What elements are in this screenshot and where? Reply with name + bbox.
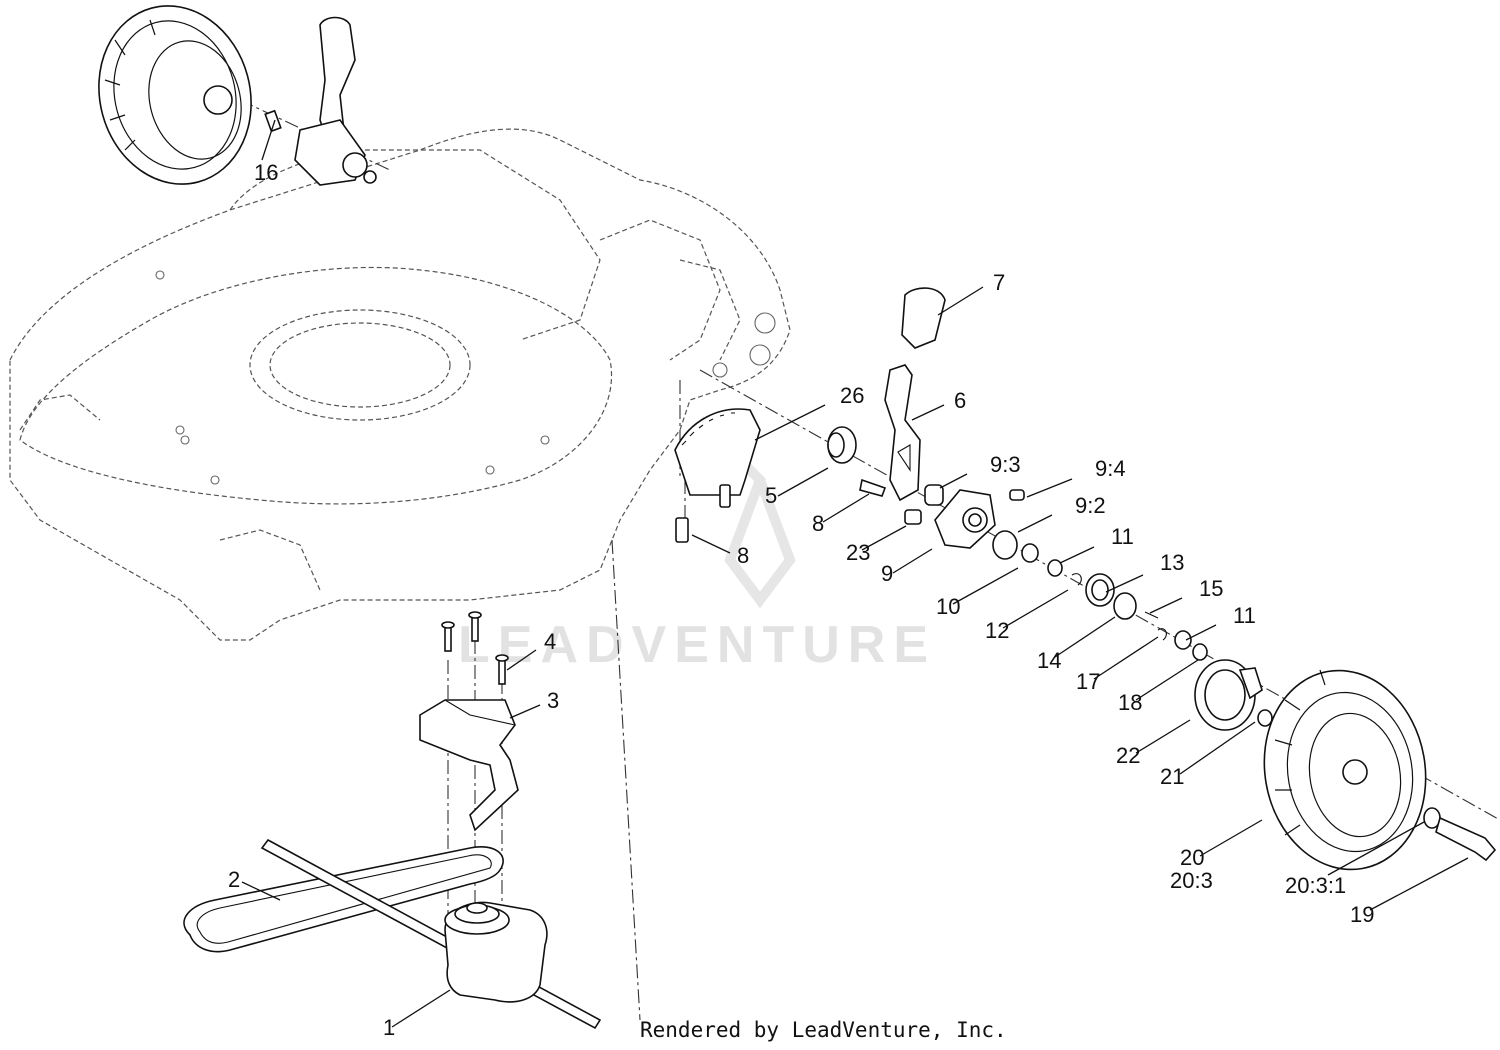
leader-line-6 (911, 404, 945, 421)
callout-2: 2 (228, 867, 240, 892)
leader-line-26 (754, 404, 826, 441)
callout-18: 18 (1118, 690, 1142, 715)
leader-line-17 (1093, 636, 1159, 680)
leader-line-14 (1054, 616, 1116, 658)
watermark: LEADVENTURE (458, 416, 936, 674)
callout-7: 7 (993, 270, 1005, 295)
leader-line-12 (1002, 589, 1069, 629)
drive-belt (183, 846, 504, 953)
leader-line-16 (261, 119, 276, 161)
callout-4: 4 (544, 629, 556, 654)
leader-line-1 (391, 989, 451, 1028)
leader-line-2 (241, 881, 281, 901)
leader-line-13 (1105, 574, 1144, 593)
callout-9-2: 9:2 (1075, 493, 1106, 518)
leader-line-18 (1135, 659, 1199, 701)
leader-line-9-2 (1017, 514, 1053, 533)
wheel-hub (1194, 659, 1273, 731)
leader-line-5 (777, 467, 829, 497)
leader-line-21 (1179, 721, 1256, 775)
leader-line-3 (509, 704, 541, 719)
leader-line-22 (1135, 719, 1191, 754)
leader-line-19 (1369, 857, 1469, 911)
callout-6: 6 (954, 388, 966, 413)
credit-text: Rendered by LeadVenture, Inc. (640, 1018, 1007, 1042)
leader-line-10 (952, 567, 1019, 605)
leader-lines (241, 119, 1469, 1028)
callout-11: 11 (1233, 603, 1256, 628)
callout-5: 5 (765, 483, 777, 508)
callout-3: 3 (547, 688, 559, 713)
callout-20-3: 20:3 (1170, 868, 1213, 893)
callout-17: 17 (1076, 669, 1100, 694)
rear-wheel (98, 5, 252, 185)
callout-9: 9 (881, 561, 893, 586)
leader-line-20-3-1 (1327, 821, 1425, 876)
callout-9-4: 9:4 (1095, 456, 1126, 481)
callout-23: 23 (846, 540, 870, 565)
leader-line-9-4 (1026, 478, 1073, 498)
callout-22: 22 (1116, 743, 1140, 768)
belt-guard-bracket (419, 611, 519, 832)
watermark-text: LEADVENTURE (458, 616, 936, 674)
callout-16: 16 (254, 160, 278, 185)
front-wheel (1263, 669, 1497, 871)
leader-line-8 (691, 534, 731, 554)
callout-12: 12 (985, 618, 1009, 643)
mower-deck (9, 128, 791, 641)
spacer-5 (827, 426, 857, 464)
leader-line-7 (937, 286, 984, 316)
height-lever-front (884, 287, 946, 502)
callout-10: 10 (936, 594, 960, 619)
leader-line-9 (892, 548, 933, 574)
callout-9-3: 9:3 (990, 452, 1021, 477)
callout-13: 13 (1160, 550, 1184, 575)
leader-line-11 (1059, 546, 1095, 564)
callout-15: 15 (1199, 576, 1223, 601)
callout-14: 14 (1037, 648, 1061, 673)
leader-line-4 (506, 649, 537, 671)
leader-line-8 (822, 493, 870, 523)
leader-line-20 (1199, 819, 1263, 857)
callout-8: 8 (737, 543, 749, 568)
gear-plate (674, 408, 761, 543)
callout-21: 21 (1160, 764, 1184, 789)
callout-26: 26 (840, 383, 864, 408)
height-lever-rear (264, 16, 377, 186)
callout-19: 19 (1350, 902, 1374, 927)
callout-20: 20 (1180, 845, 1204, 870)
axle-hardware (992, 530, 1208, 661)
callout-11: 11 (1111, 524, 1134, 549)
leader-line-15 (1149, 597, 1183, 614)
leader-line-11 (1185, 624, 1217, 641)
callout-8: 8 (812, 511, 824, 536)
callout-1: 1 (383, 1015, 395, 1040)
leader-line-9-3 (939, 473, 968, 489)
transmission (260, 838, 602, 1030)
callout-20-3-1: 20:3:1 (1285, 873, 1346, 898)
leader-line-23 (861, 525, 907, 551)
pivot-bracket (859, 478, 1025, 549)
